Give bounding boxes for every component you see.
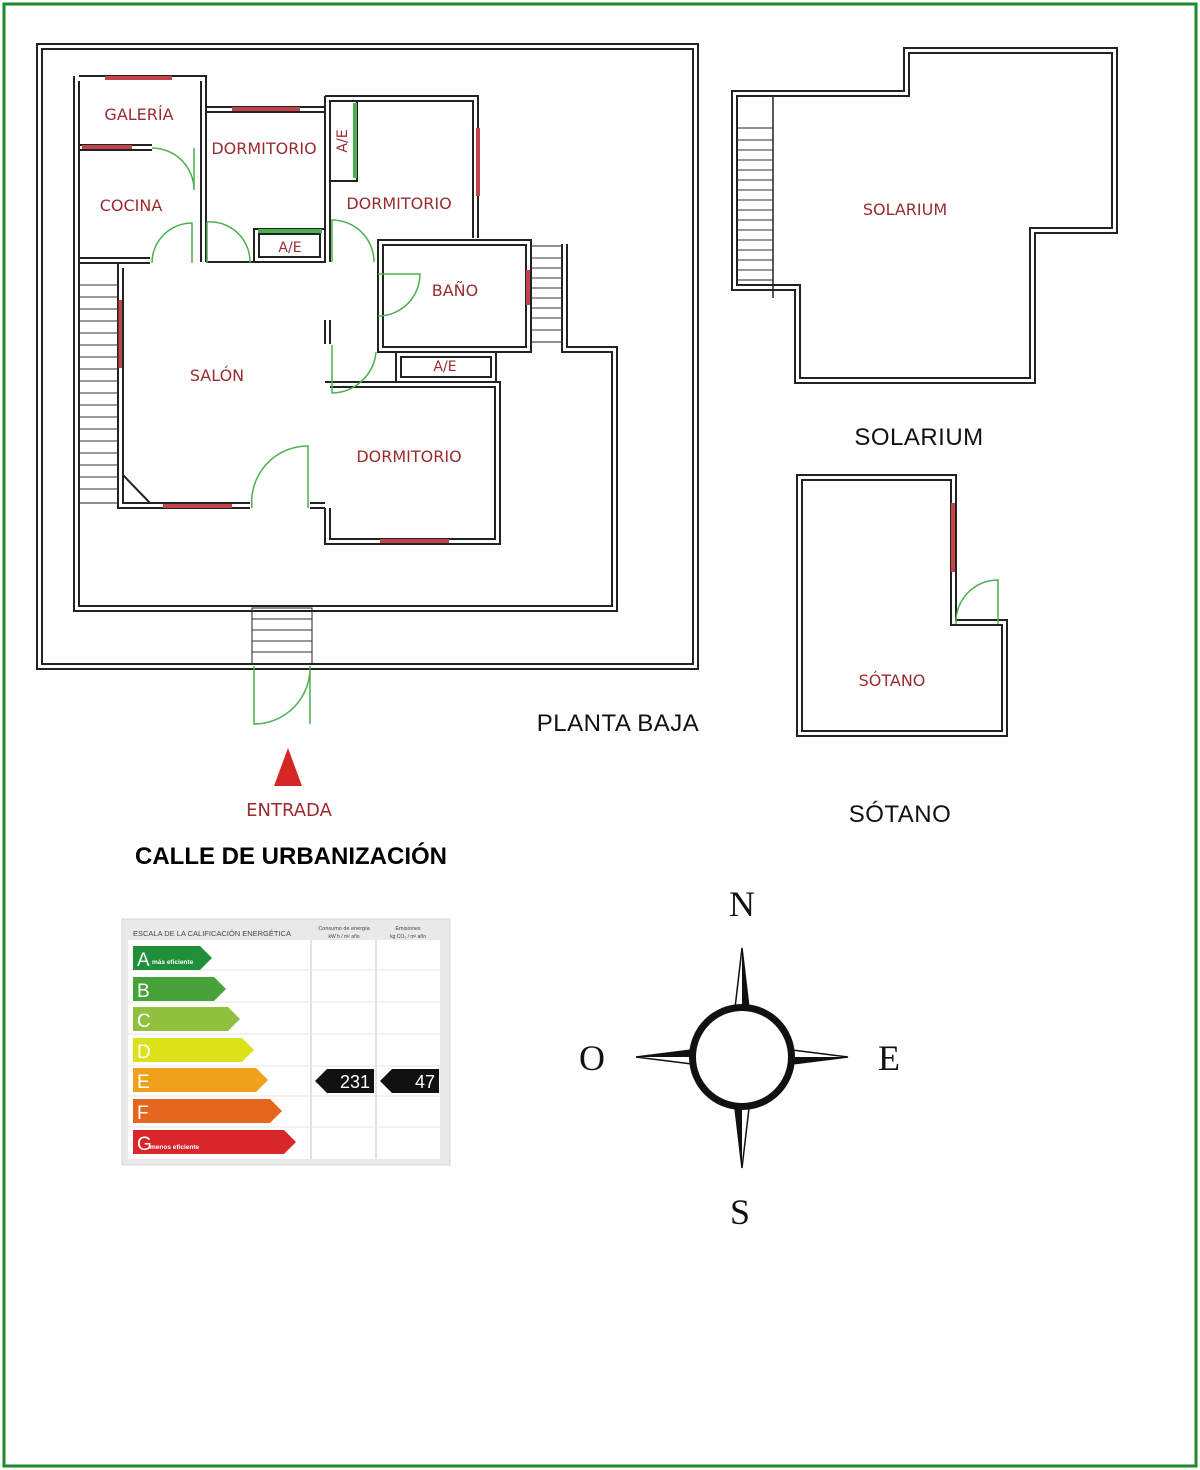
stairs-entry xyxy=(251,607,313,665)
entry-arrow-icon xyxy=(274,748,302,786)
compass-west: O xyxy=(579,1038,605,1078)
compass-east: E xyxy=(878,1038,900,1078)
energy-bar-g: G menos eficiente xyxy=(133,1130,296,1155)
room-label-ae-2: A/E xyxy=(335,129,351,152)
energy-bar-d: D xyxy=(133,1038,254,1063)
svg-text:B: B xyxy=(137,981,150,1002)
energy-consumption-value: 231 xyxy=(315,1069,374,1093)
solarium-caption: SOLARIUM xyxy=(854,424,983,451)
svg-text:231: 231 xyxy=(340,1072,370,1092)
compass-north: N xyxy=(729,884,755,924)
stairs-salon xyxy=(78,262,119,504)
room-label-cocina: COCINA xyxy=(100,196,163,215)
stairs-bano xyxy=(530,245,563,343)
room-label-galeria: GALERÍA xyxy=(104,105,173,124)
svg-text:más eficiente: más eficiente xyxy=(152,959,194,966)
svg-text:C: C xyxy=(137,1011,151,1032)
room-label-ae-1: A/E xyxy=(278,240,301,256)
entry-label: ENTRADA xyxy=(246,800,332,821)
room-label-dormitorio-1: DORMITORIO xyxy=(211,139,316,158)
windows xyxy=(82,76,530,543)
svg-text:47: 47 xyxy=(415,1072,435,1092)
energy-bar-e: E xyxy=(133,1068,268,1093)
room-label-dormitorio-3: DORMITORIO xyxy=(356,447,461,466)
svg-text:G: G xyxy=(137,1134,152,1155)
svg-text:A: A xyxy=(137,950,150,971)
svg-text:E: E xyxy=(137,1072,150,1093)
room-label-bano: BAÑO xyxy=(432,281,478,300)
room-label-dormitorio-2: DORMITORIO xyxy=(346,194,451,213)
house-walls xyxy=(79,75,532,545)
room-label-salon: SALÓN xyxy=(190,366,244,385)
compass-rose-icon: N S E O xyxy=(579,884,900,1232)
energy-bar-b: B xyxy=(133,977,226,1002)
energy-bar-a: A más eficiente xyxy=(133,946,212,971)
room-label-sotano: SÓTANO xyxy=(859,671,926,690)
energy-bar-c: C xyxy=(133,1007,240,1032)
energy-bar-f: F xyxy=(133,1099,282,1124)
street-name: CALLE DE URBANIZACIÓN xyxy=(135,842,447,870)
svg-text:D: D xyxy=(137,1042,151,1063)
compass-south: S xyxy=(730,1192,750,1232)
ground-floor-plan: GALERÍA DORMITORIO COCINA A/E A/E DORMIT… xyxy=(36,43,699,821)
energy-scale-header: ESCALA DE LA CALIFICACIÓN ENERGÉTICA xyxy=(133,929,291,938)
svg-text:menos eficiente: menos eficiente xyxy=(150,1144,200,1151)
room-label-solarium: SOLARIUM xyxy=(863,200,947,219)
ground-floor-caption: PLANTA BAJA xyxy=(537,710,699,737)
svg-text:F: F xyxy=(137,1103,149,1124)
room-label-ae-3: A/E xyxy=(433,359,456,375)
energy-emissions-unit: kg CO₂ / m² año xyxy=(390,934,426,940)
basement-plan: SÓTANO SÓTANO xyxy=(796,474,1008,828)
doors xyxy=(151,147,421,725)
energy-emissions-value: 47 xyxy=(380,1069,439,1093)
energy-emissions-header: Emisiones xyxy=(395,926,421,932)
energy-consumption-header: Consumo de energía xyxy=(318,926,370,932)
energy-consumption-unit: kW h / m² año xyxy=(328,934,359,940)
basement-caption: SÓTANO xyxy=(849,801,952,828)
energy-rating-card: ESCALA DE LA CALIFICACIÓN ENERGÉTICA Con… xyxy=(121,918,451,1166)
solarium-plan: SOLARIUM SOLARIUM xyxy=(731,47,1118,451)
